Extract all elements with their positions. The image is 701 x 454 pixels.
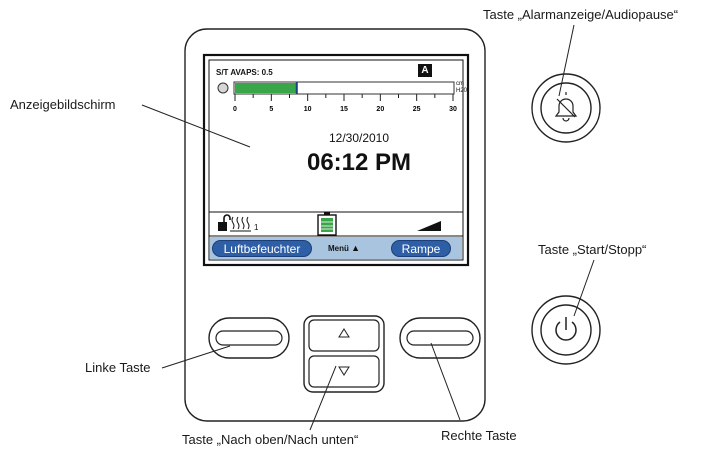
callout-up-down: Taste „Nach oben/Nach unten“ [182, 432, 359, 447]
battery-icon [317, 212, 337, 236]
leader-start-stop [573, 259, 595, 317]
indicator-letter: A [421, 65, 429, 76]
softkey-menu-label: Menü [328, 244, 349, 253]
callout-left-button: Linke Taste [85, 360, 151, 375]
callout-start-stop: Taste „Start/Stopp“ [538, 242, 647, 257]
scale-tick-label: 5 [269, 106, 273, 113]
down-arrow-icon [338, 366, 350, 376]
scale-tick-label: 10 [304, 106, 312, 113]
leader-alarm [558, 24, 575, 97]
alarm-bell-icon [554, 92, 578, 122]
unlock-icon [218, 214, 231, 231]
leader-up-down [309, 365, 337, 431]
date-display: 12/30/2010 [328, 131, 390, 145]
softkey-right[interactable]: Rampe [391, 240, 451, 257]
softkey-menu[interactable]: Menü ▲ [328, 243, 360, 253]
scale-tick-label: 0 [233, 106, 237, 113]
ramp-icon [417, 221, 441, 231]
scale-tick-label: 30 [449, 106, 457, 113]
scale-tick-label: 25 [413, 106, 421, 113]
softkey-left[interactable]: Luftbefeuchter [212, 240, 312, 257]
down-button [308, 355, 380, 388]
power-icon [555, 317, 577, 341]
time-display: 06:12 PM [306, 149, 412, 176]
humidifier-level: 1 [254, 223, 259, 232]
right-button-inner [406, 330, 474, 346]
leader-display [141, 104, 251, 148]
leader-left [161, 345, 231, 369]
unit-cm: cm [456, 81, 464, 87]
callout-alarm-button: Taste „Alarmanzeige/Audiopause“ [483, 7, 679, 22]
callout-display: Anzeigebildschirm [10, 97, 116, 112]
left-button-inner [215, 330, 283, 346]
up-button [308, 319, 380, 352]
unit-h20: H20 [456, 88, 468, 94]
mode-label: S/T AVAPS: 0.5 [216, 68, 273, 77]
callout-right-button: Rechte Taste [441, 428, 517, 443]
alarm-dot [217, 82, 229, 94]
indicator-box [418, 64, 432, 77]
menu-up-icon: ▲ [351, 243, 361, 253]
humidifier-icon [230, 216, 251, 232]
up-arrow-icon [338, 328, 350, 338]
pressure-bar-fill [235, 83, 297, 93]
pressure-scale: 0 5 10 15 20 25 30 [233, 94, 457, 113]
scale-tick-label: 20 [376, 106, 384, 113]
scale-tick-label: 15 [340, 106, 348, 113]
leader-right [430, 342, 461, 421]
